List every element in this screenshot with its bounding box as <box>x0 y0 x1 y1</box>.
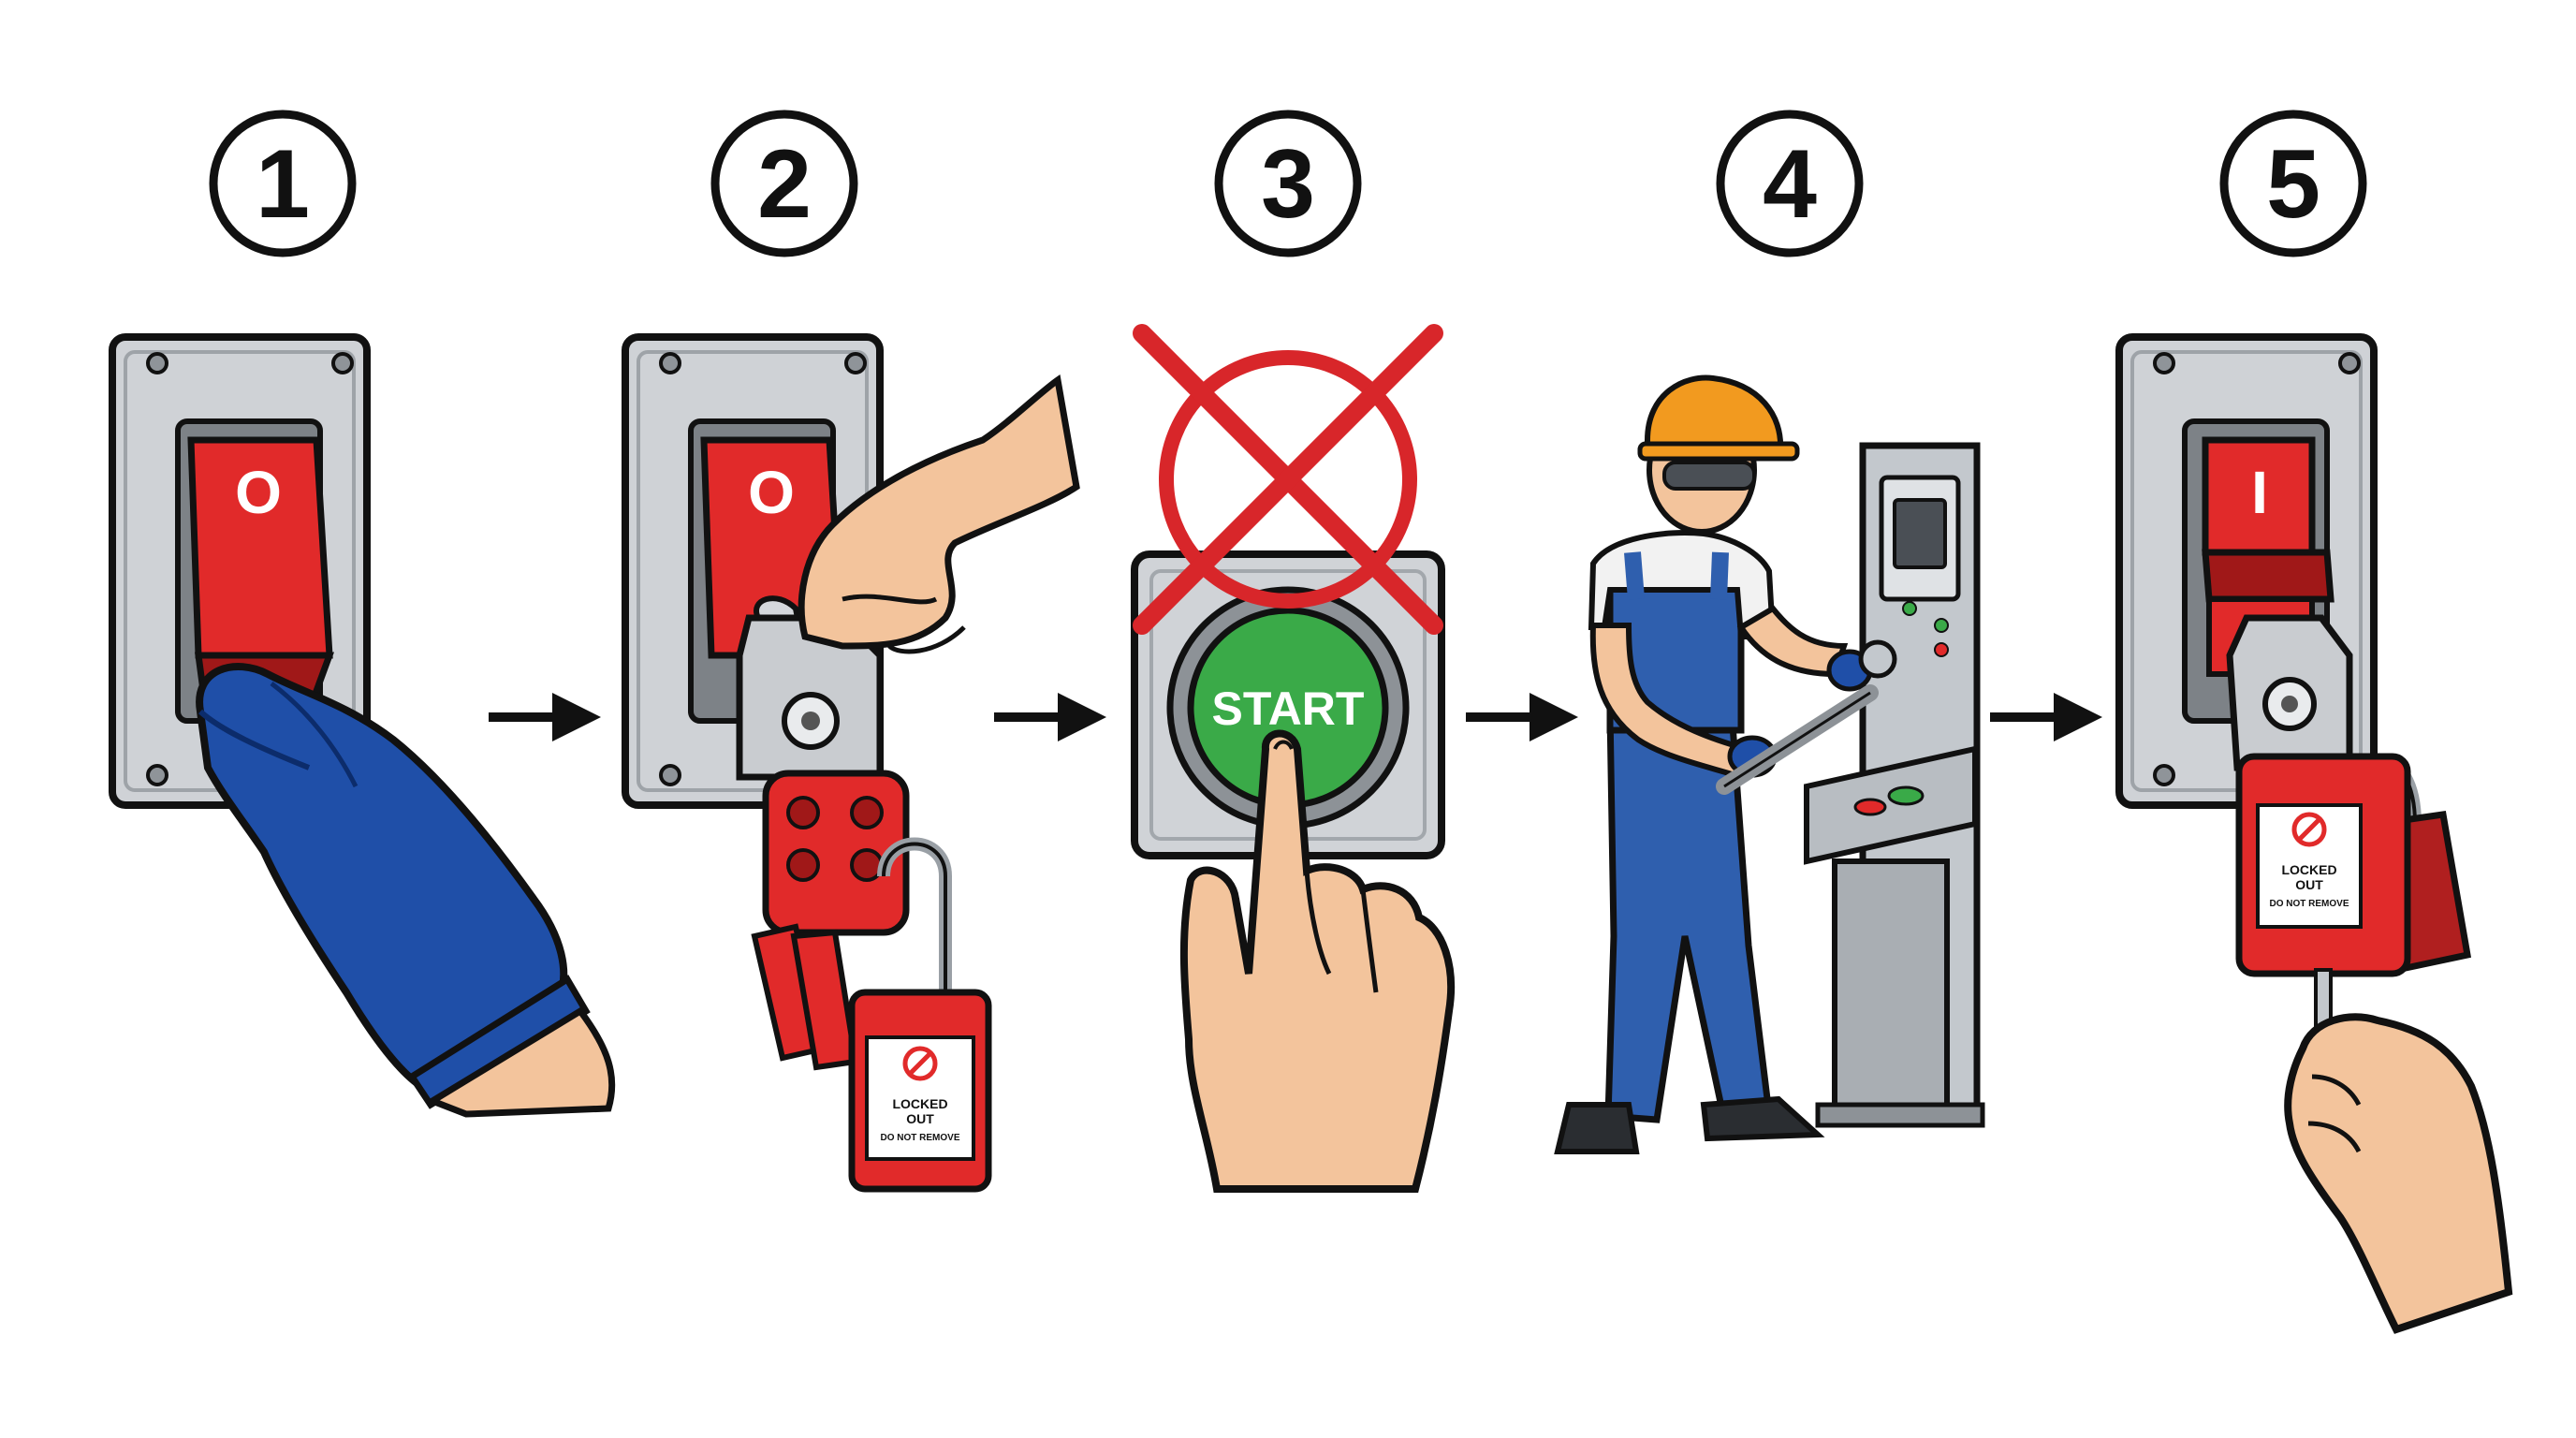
prohibited-icon <box>1133 324 1443 635</box>
switch-label: I <box>2251 459 2268 526</box>
step-number-5: 5 <box>2219 110 2367 257</box>
step-number-5-label: 5 <box>2266 130 2320 239</box>
step-number-icon <box>710 110 858 257</box>
wrench-icon <box>1716 639 1897 795</box>
hard-hat-icon <box>1637 374 1800 462</box>
step-number-4-label: 4 <box>1763 130 1817 239</box>
switch-label: O <box>235 459 282 526</box>
tag-line-3: DO NOT REMOVE <box>2269 899 2349 909</box>
arrow-right-icon <box>994 693 1106 741</box>
arrow-right-icon <box>1990 693 2102 741</box>
hand-icon <box>1179 729 1456 1193</box>
no-entry-icon <box>905 1049 935 1078</box>
padlock-icon: LOCKED OUT DO NOT REMOVE <box>2235 753 2411 977</box>
padlock-icon <box>751 923 859 1071</box>
rocker-switch: I I <box>2202 436 2334 677</box>
step-number-2: 2 <box>710 110 858 257</box>
lockout-hasp <box>2226 614 2353 771</box>
hand-icon <box>798 374 1080 654</box>
lockout-hasp <box>736 595 884 781</box>
arrow-right-icon <box>1466 693 1578 741</box>
step-number-icon <box>1214 110 1362 257</box>
worker <box>1554 374 1897 1154</box>
step-3-do-not-start: START <box>1131 324 1456 1193</box>
step-number-3: 3 <box>1214 110 1362 257</box>
arrow-right-icon <box>489 693 601 741</box>
step-4-maintenance <box>1554 374 1985 1154</box>
machine-control-panel <box>1804 442 1985 1128</box>
step-number-icon <box>1716 110 1864 257</box>
tag-line-2: OUT <box>2295 877 2323 892</box>
padlock-icon: LOCKED OUT DO NOT REMOVE <box>848 837 992 1193</box>
step-number-1-label: 1 <box>256 130 310 239</box>
hand-icon <box>2284 1013 2513 1334</box>
tag-line-1: LOCKED <box>2281 862 2336 877</box>
step-2-lock-and-tag: O LOCKED OUT DO NOT REMOVE <box>622 333 1080 1193</box>
start-button-label: START <box>1212 682 1365 735</box>
step-5-remove-and-restore: I I LOCKED OUT DO NOT REMOVE <box>2115 333 2513 1334</box>
tag-line-1: LOCKED <box>892 1096 947 1111</box>
start-button-panel: START <box>1131 550 1445 859</box>
step-number-icon <box>2219 110 2367 257</box>
tag-line-2: OUT <box>906 1111 934 1126</box>
step-number-1: 1 <box>209 110 357 257</box>
step-number-4: 4 <box>1716 110 1864 257</box>
step-1-switch-off: O <box>109 333 616 1118</box>
tag-line-3: DO NOT REMOVE <box>880 1133 959 1143</box>
step-number-icon <box>209 110 357 257</box>
glove-icon <box>196 663 616 1118</box>
step-number-3-label: 3 <box>1261 130 1315 239</box>
no-entry-icon <box>2294 814 2324 844</box>
switch-label: O <box>748 459 795 526</box>
step-number-2-label: 2 <box>757 130 812 239</box>
